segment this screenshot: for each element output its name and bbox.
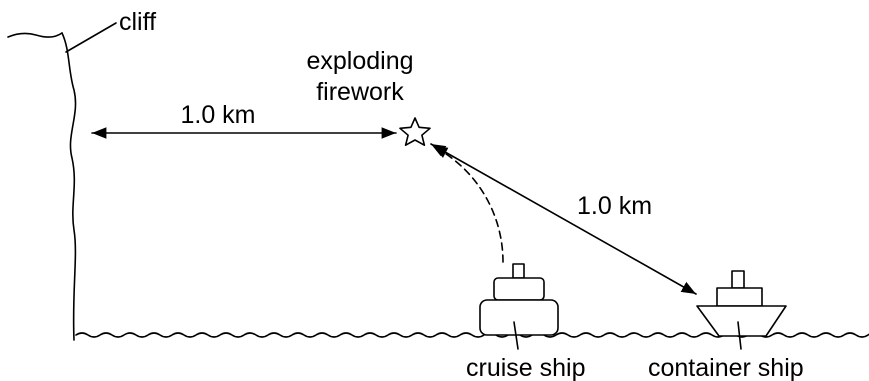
cruise-ship-label: cruise ship bbox=[466, 354, 586, 381]
firework-label-line1: exploding bbox=[306, 47, 413, 75]
diagonal-distance-label: 1.0 km bbox=[577, 192, 652, 220]
diagonal-distance-arrow bbox=[430, 143, 697, 295]
cruise-ship-leader-line bbox=[513, 321, 519, 350]
cliff-face bbox=[61, 32, 77, 341]
container-ship-leader-line bbox=[737, 321, 742, 350]
container-ship bbox=[696, 270, 787, 337]
firework-label-line2: firework bbox=[316, 78, 404, 106]
container-ship-label: container ship bbox=[648, 354, 804, 381]
cliff-leader-line bbox=[65, 22, 117, 53]
cliff-label: cliff bbox=[119, 8, 156, 36]
cliff-top-edge bbox=[7, 32, 63, 38]
firework-trajectory bbox=[432, 145, 504, 263]
cruise-ship bbox=[479, 263, 559, 336]
horizontal-distance-label: 1.0 km bbox=[180, 101, 255, 129]
star-icon bbox=[399, 117, 431, 146]
